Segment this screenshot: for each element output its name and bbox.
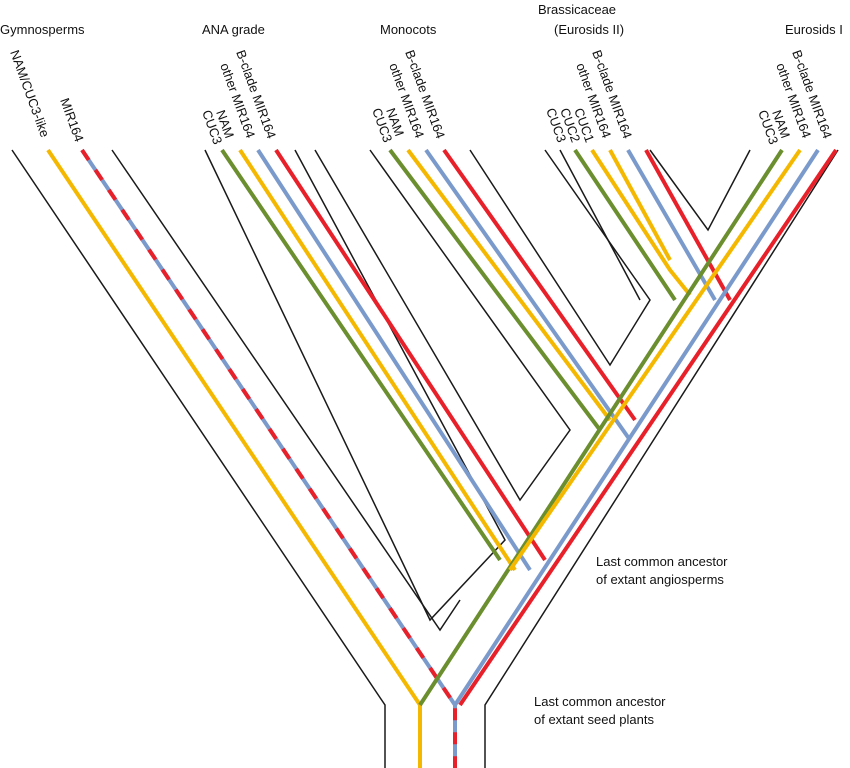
lineage-brass-cuc3 — [573, 148, 677, 302]
lineage-brass-cuc2 — [590, 148, 692, 297]
clade-labels: Gymnosperms ANA grade Monocots Brassicac… — [0, 2, 843, 37]
gene-labels: NAM/CUC3-like MIR164 B-clade MIR164 othe… — [7, 48, 835, 146]
outline-right-outer — [484, 149, 839, 768]
clade-label-gymnosperms: Gymnosperms — [0, 22, 85, 37]
gene-label: NAM/CUC3-like — [7, 48, 52, 139]
outline-gymno-inner — [111, 149, 461, 632]
species-tree-outline — [11, 149, 839, 768]
outline-brass-right — [649, 149, 751, 232]
clade-label-ana-grade: ANA grade — [202, 22, 265, 37]
lineage-mono-nam — [406, 148, 612, 422]
outline-left-outer — [11, 149, 386, 768]
clade-label-monocots: Monocots — [380, 22, 437, 37]
lineage-eurosid-b-clade-mir164 — [458, 148, 838, 707]
clade-label-eurosids-i: Eurosids I — [785, 22, 843, 37]
gene-label: MIR164 — [57, 96, 87, 144]
lineage-ana-cuc3 — [220, 148, 502, 562]
lineage-eurosid-nam — [508, 148, 802, 572]
lineage-gymno-mir164-red — [80, 148, 457, 768]
note-angiosperm-line2: of extant angiosperms — [596, 572, 724, 587]
lineage-eurosid-cuc3 — [418, 148, 784, 707]
note-seedplant-line2: of extant seed plants — [534, 712, 654, 727]
lineage-brass-cuc1 — [608, 149, 672, 261]
outline-ana-inner — [204, 149, 506, 622]
note-angiosperm-line1: Last common ancestor — [596, 554, 728, 569]
lineage-ana-other-mir164 — [256, 148, 532, 572]
lineage-mono-cuc3 — [388, 148, 602, 432]
lineage-ana-nam — [238, 148, 517, 572]
clade-label-brassicaceae: Brassicaceae — [538, 2, 616, 17]
ancestor-notes: Last common ancestor of extant angiosper… — [534, 554, 728, 727]
lineage-mono-other-mir164 — [424, 148, 632, 442]
gene-lineages — [46, 148, 838, 768]
note-seedplant-line1: Last common ancestor — [534, 694, 666, 709]
clade-label-eurosids-ii: (Eurosids II) — [554, 22, 624, 37]
lineage-ana-b-clade-mir164 — [274, 148, 547, 562]
outline-mono-right — [469, 149, 651, 367]
outline-brass-left — [559, 149, 641, 301]
outline-monocot-inner — [314, 149, 571, 502]
lineage-eurosid-other-mir164 — [453, 148, 820, 707]
lineage-mono-b-clade-mir164 — [442, 148, 637, 422]
